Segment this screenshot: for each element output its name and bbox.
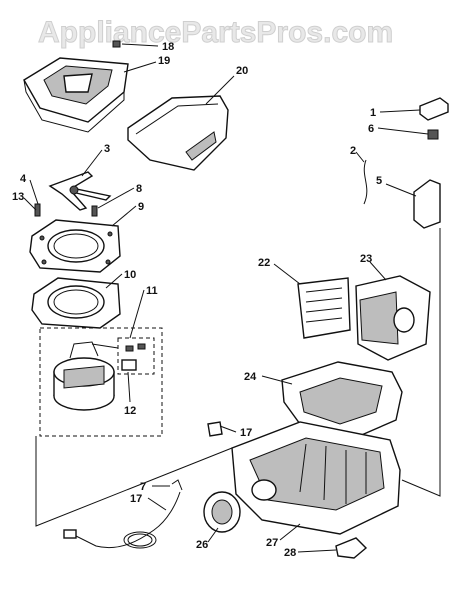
label-part-22: 22 [258, 257, 270, 269]
part-26-wheel[interactable] [203, 491, 241, 533]
label-part-18: 17 [240, 427, 252, 439]
part-10-gasket[interactable] [31, 277, 121, 329]
part-6-button[interactable] [427, 129, 439, 140]
label-part-7: 7 [140, 481, 146, 493]
label-part-6: 6 [368, 123, 374, 135]
label-part-2: 2 [350, 145, 356, 157]
part-24-bag-housing[interactable] [281, 361, 403, 441]
label-part-28: 28 [284, 547, 296, 559]
part-7-cord-clip[interactable] [171, 479, 183, 491]
label-part-12: 12 [124, 405, 136, 417]
watermark: AppliancePartsPros.com [38, 16, 393, 49]
label-part-10: 10 [124, 269, 136, 281]
label-part-5: 5 [376, 175, 382, 187]
part-20-top-housing[interactable] [23, 57, 129, 133]
part-8-screw[interactable] [91, 205, 98, 217]
label-part-19: 18 [162, 41, 174, 53]
part-22-filter[interactable] [297, 277, 351, 339]
label-part-21: 20 [236, 65, 248, 77]
part-18-knob[interactable] [207, 421, 223, 437]
label-part-8: 8 [136, 183, 142, 195]
part-2-wire[interactable] [363, 159, 368, 205]
label-part-4: 4 [20, 173, 27, 185]
assembly-frame-lines [35, 228, 441, 527]
label-part-27: 27 [266, 537, 278, 549]
label-part-11: 11 [146, 285, 158, 297]
leader-lines [23, 43, 429, 553]
part-9-mount-plate[interactable] [29, 219, 121, 273]
part-21-lid[interactable] [127, 95, 229, 171]
part-19-screw[interactable] [112, 40, 121, 48]
part-12-brush[interactable] [121, 359, 137, 371]
label-part-23: 23 [360, 253, 372, 265]
part-11-brush-set[interactable] [117, 337, 155, 375]
part-28-caster[interactable] [335, 537, 368, 559]
motor[interactable] [53, 341, 119, 411]
motor-assembly-group [39, 327, 163, 437]
part-3-fan-blade[interactable] [48, 171, 112, 211]
part-17-power-cord[interactable] [63, 491, 181, 549]
label-part-26: 26 [196, 539, 208, 551]
label-part-17: 17 [130, 493, 142, 505]
part-5-bracket[interactable] [413, 179, 441, 229]
label-part-9: 9 [138, 201, 144, 213]
label-part-1: 1 [370, 107, 376, 119]
label-part-24: 24 [244, 371, 257, 383]
label-part-20: 19 [158, 55, 170, 67]
part-27-main-body[interactable] [231, 421, 401, 535]
part-23-dust-bag[interactable] [355, 275, 431, 361]
label-part-3: 3 [104, 143, 110, 155]
label-part-13: 13 [12, 191, 24, 203]
part-1-switch[interactable] [419, 97, 449, 121]
